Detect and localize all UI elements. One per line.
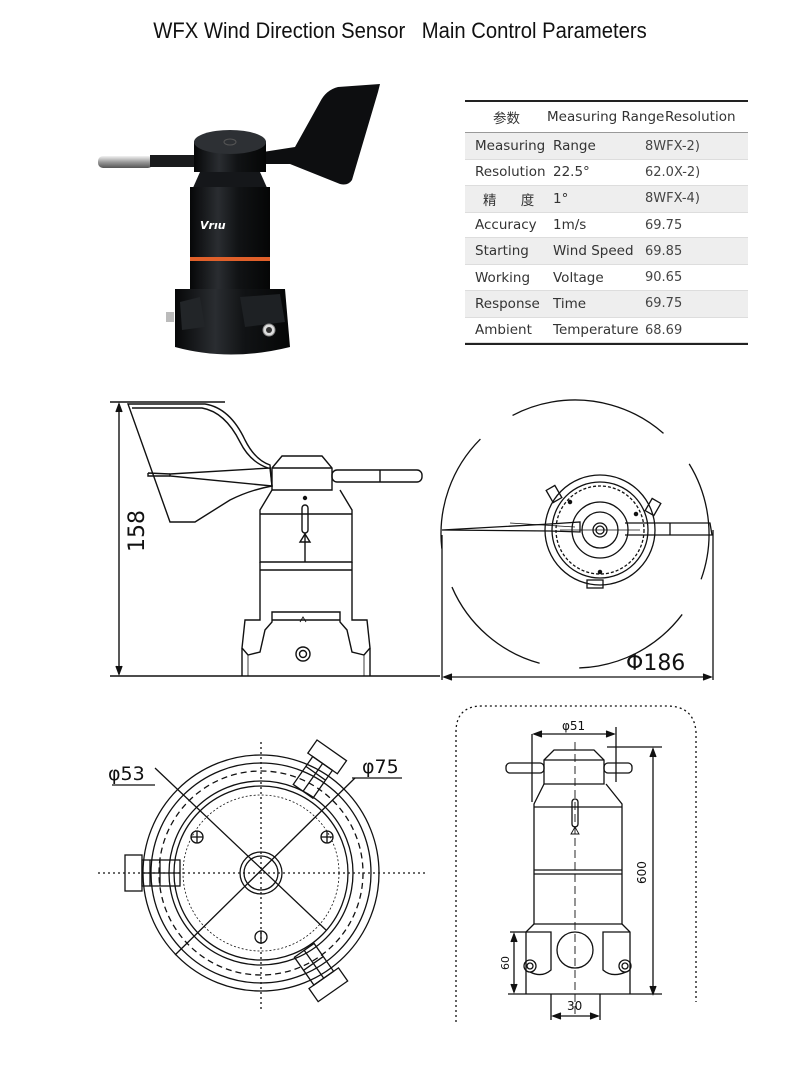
cell: 69.75 bbox=[645, 217, 683, 233]
table-row: Ambient Temperature 68.69 bbox=[465, 317, 748, 344]
table-row: Resolution 22.5° 62.0X-2) bbox=[465, 159, 748, 186]
cell: Accuracy bbox=[475, 217, 537, 234]
cell: Voltage bbox=[553, 269, 604, 286]
cell: Measuring bbox=[475, 138, 546, 155]
inner-diameter-label: φ53 bbox=[108, 763, 145, 785]
top-view-drawing: Φ186 bbox=[430, 390, 730, 690]
cell: Working bbox=[475, 269, 531, 286]
top-width-dim-label: φ51 bbox=[562, 719, 585, 733]
cell: Ambient bbox=[475, 322, 532, 339]
header-param: 参数 bbox=[493, 111, 520, 127]
table-row: Starting Wind Speed 69.85 bbox=[465, 238, 748, 265]
cell: 69.85 bbox=[645, 243, 683, 259]
table-header: 参数 Measuring Range Resolution bbox=[465, 102, 748, 133]
base-width-dim-label: 30 bbox=[567, 999, 582, 1013]
header-range: Measuring Range bbox=[547, 109, 665, 125]
cell: Time bbox=[553, 295, 587, 312]
title-section: Main Control Parameters bbox=[421, 18, 647, 43]
cell: Response bbox=[475, 295, 540, 312]
cell: 1° bbox=[553, 190, 569, 207]
bolt-bottom-right bbox=[293, 942, 349, 1003]
table-row: Measuring Range 8WFX-2) bbox=[465, 133, 748, 160]
cell: 69.75 bbox=[645, 296, 683, 312]
header-resolution: Resolution bbox=[665, 109, 736, 125]
diameter-dim-label: Φ186 bbox=[626, 651, 685, 676]
bolt-left bbox=[124, 854, 181, 892]
wind-vane-fin bbox=[250, 84, 380, 185]
side-view-drawing: 158 bbox=[100, 390, 520, 690]
cell: Temperature bbox=[553, 322, 639, 339]
cell: 8WFX-4) bbox=[645, 191, 700, 207]
page-title: WFX Wind Direction Sensor Main Control Pa… bbox=[32, 18, 768, 44]
table-row: 精 度 1° 8WFX-4) bbox=[465, 185, 748, 212]
cell: 68.69 bbox=[645, 322, 683, 338]
height-dim-label-600: 600 bbox=[635, 861, 649, 884]
table-row: Working Voltage 90.65 bbox=[465, 264, 748, 291]
cell: 22.5° bbox=[553, 164, 590, 181]
cell: 90.65 bbox=[645, 270, 683, 286]
front-view-drawing: φ51 600 60 bbox=[452, 702, 702, 1024]
table-row: Response Time 69.75 bbox=[465, 290, 748, 318]
bolt-top-right bbox=[292, 739, 348, 800]
base-height-dim-label: 60 bbox=[499, 956, 512, 970]
cell: Starting bbox=[475, 243, 529, 260]
height-dim-label: 158 bbox=[125, 510, 150, 552]
table-row: Accuracy 1m/s 69.75 bbox=[465, 211, 748, 239]
cell: 8WFX-2) bbox=[645, 138, 700, 154]
brand-logo: Vrıu bbox=[200, 219, 226, 232]
counterweight-rod bbox=[98, 156, 153, 168]
cell: 62.0X-2) bbox=[645, 164, 701, 180]
cell: Range bbox=[553, 138, 596, 155]
base-view-drawing: φ53 φ75 bbox=[90, 730, 430, 1020]
cell: Resolution bbox=[475, 164, 546, 181]
cell: 1m/s bbox=[553, 217, 587, 234]
cell: Wind Speed bbox=[553, 243, 634, 260]
outer-diameter-label: φ75 bbox=[362, 756, 399, 778]
accent-band bbox=[190, 257, 270, 261]
cell: 精 度 bbox=[483, 192, 545, 209]
title-product: WFX Wind Direction Sensor bbox=[153, 18, 406, 43]
product-photo: Vrıu bbox=[90, 72, 390, 362]
